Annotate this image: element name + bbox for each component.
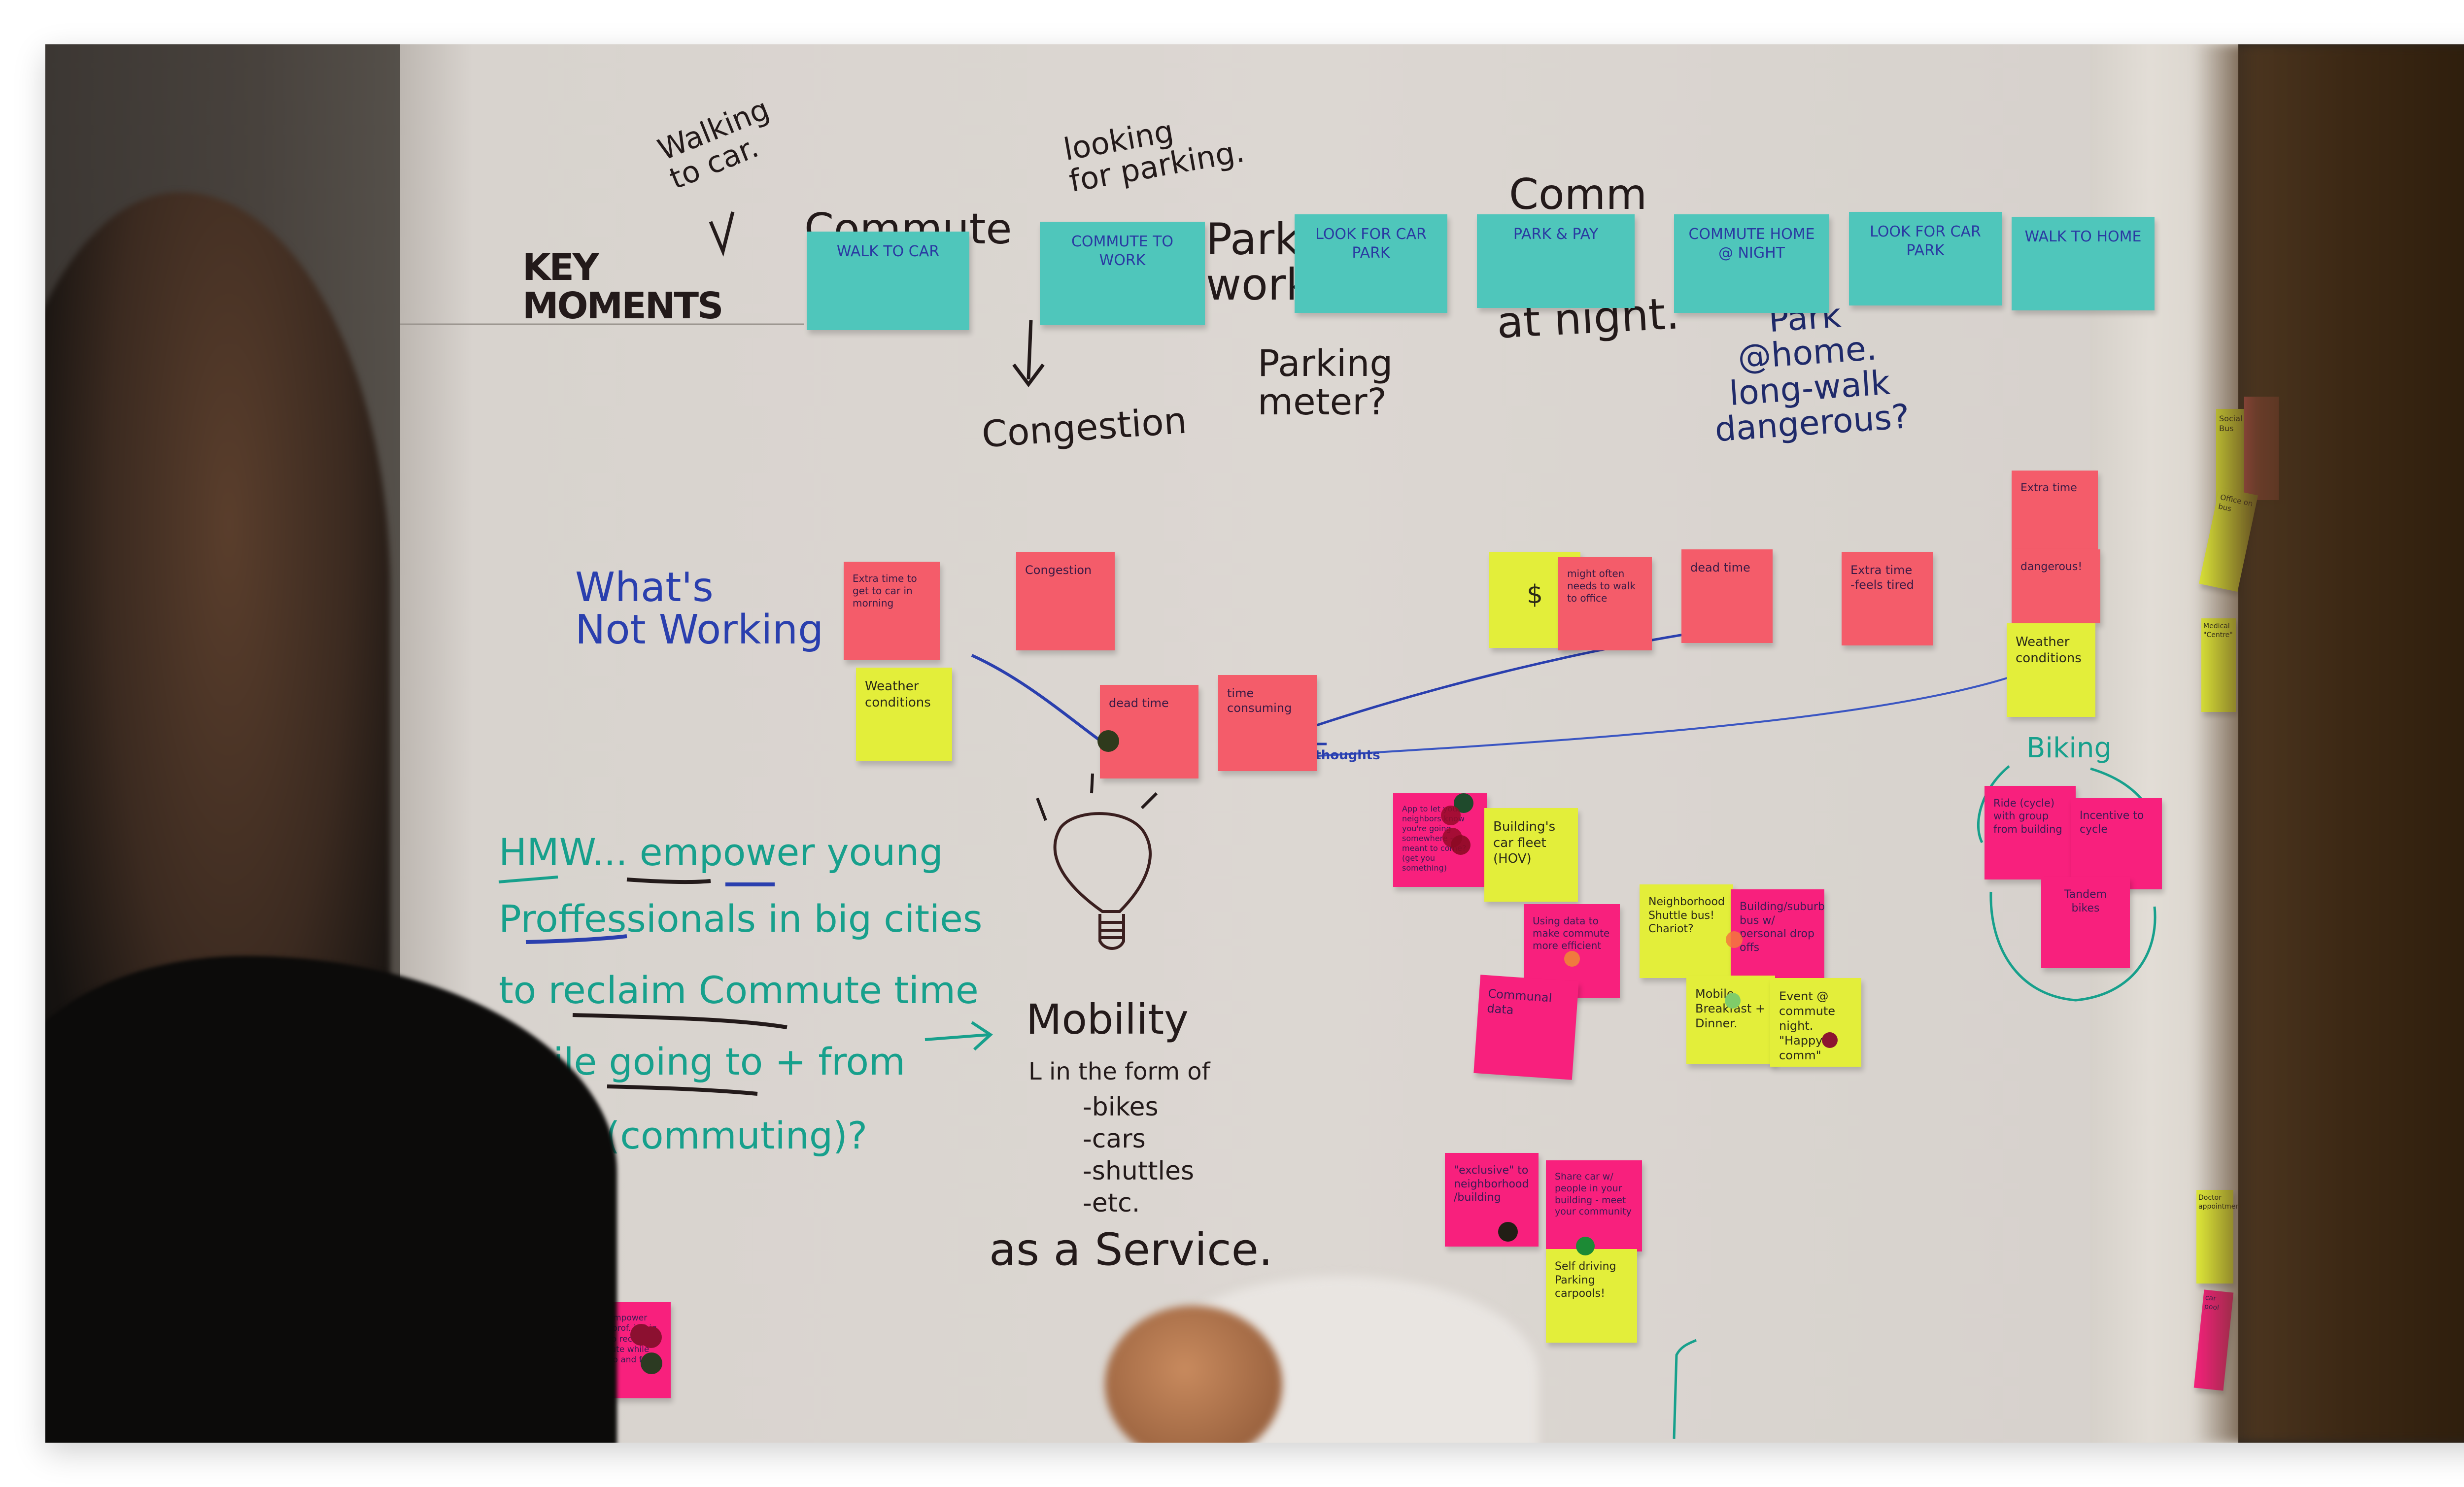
hmw-line-1: HMW... empower young: [499, 830, 943, 874]
bike-note-incentive[interactable]: Incentive to cycle: [2071, 798, 2162, 889]
vote-dot: [1441, 806, 1461, 825]
hand: [1105, 1306, 1282, 1443]
moment-note-commute-to-work[interactable]: Commute to work: [1040, 222, 1205, 325]
idea-note-event-commute-night[interactable]: Event @ commute night. "Happy comm": [1770, 978, 1861, 1067]
bike-note-group-ride[interactable]: Ride (cycle) with group from building: [1985, 786, 2076, 879]
pain-note-extra-time-morning[interactable]: Extra time to get to car in morning: [844, 562, 940, 660]
vote-dot: [1097, 730, 1119, 752]
idea-note-car-fleet[interactable]: Building's car fleet (HOV): [1484, 808, 1578, 902]
pain-note-walk-to-office[interactable]: might often needs to walk to office: [1558, 557, 1652, 650]
hmw-line-3: to reclaim Commute time: [499, 968, 979, 1012]
photo-frame: KEY MOMENTS Walking to car. Commute look…: [45, 44, 2464, 1443]
mobility-item-shuttles: -shuttles: [1083, 1156, 1195, 1186]
pain-note-weather-conditions-2[interactable]: Weather conditions: [2007, 623, 2095, 717]
mobility-item-cars: -cars: [1083, 1124, 1146, 1154]
key-moments-label: KEY MOMENTS: [522, 246, 723, 327]
idea-note-self-driving[interactable]: Self driving Parking carpools!: [1546, 1249, 1637, 1343]
pain-note-dangerous[interactable]: dangerous!: [2012, 549, 2100, 623]
person-right-hair: [2194, 44, 2464, 1443]
park-at-home-text: Park @home. long-walk dangerous?: [1713, 296, 1911, 450]
moment-note-look-for-car-park[interactable]: Look for car park: [1295, 214, 1447, 313]
vote-dot: [1725, 993, 1741, 1009]
mobility-subtitle: L in the form of: [1028, 1058, 1210, 1085]
moment-note-look-for-car-park-2[interactable]: Look for car park: [1849, 212, 2002, 305]
mobility-footer: as a Service.: [989, 1224, 1273, 1276]
vote-dot: [1576, 1237, 1595, 1255]
idea-note-neighbor-app[interactable]: App to let your neighbors know you're go…: [1393, 793, 1487, 887]
person-left-body: [45, 956, 617, 1443]
moment-note-park-and-pay[interactable]: Park & pay: [1477, 214, 1635, 308]
moment-note-walk-to-home[interactable]: Walk to home: [2012, 217, 2155, 310]
vote-dot: [641, 1352, 662, 1374]
pain-note-dead-time[interactable]: dead time: [1100, 685, 1198, 778]
parking-meter-text: Parking meter?: [1258, 342, 1393, 423]
pain-note-dead-time-2[interactable]: dead time: [1681, 549, 1773, 643]
bike-note-tandem[interactable]: Tandem bikes: [2041, 877, 2130, 968]
pain-note-extra-time[interactable]: Extra time: [2012, 471, 2098, 549]
vote-dot: [1564, 951, 1580, 967]
vote-dot: [640, 1326, 662, 1348]
pain-note-congestion[interactable]: Congestion: [1016, 552, 1115, 650]
moment-note-commute-home[interactable]: Commute home @ night: [1674, 214, 1829, 313]
mobility-title: Mobility: [1026, 995, 1189, 1044]
pain-note-time-consuming[interactable]: time consuming: [1218, 675, 1317, 771]
idea-note-communal-data[interactable]: Communal data: [1473, 975, 1579, 1080]
pain-note-extra-time-tired[interactable]: Extra time -feels tired: [1842, 552, 1933, 645]
park-work-text: Park work: [1206, 214, 1311, 310]
mobility-item-etc: -etc.: [1083, 1188, 1140, 1218]
whats-not-working-label: What's Not Working: [575, 564, 824, 654]
mobility-item-bikes: -bikes: [1083, 1092, 1159, 1122]
biking-label: Biking: [2026, 732, 2112, 764]
vote-dot: [1451, 835, 1471, 855]
pain-note-weather-conditions[interactable]: Weather conditions: [856, 668, 952, 761]
idea-note-neighborhood-shuttle[interactable]: Neighborhood Shuttle bus! Chariot?: [1640, 884, 1733, 978]
idea-note-mobile-breakfast[interactable]: Mobile Breakfast + Dinner.: [1686, 976, 1775, 1064]
idea-note-exclusive[interactable]: "exclusive" to neighborhood /building: [1445, 1153, 1539, 1247]
vote-dot: [1498, 1222, 1518, 1242]
idea-note-share-car[interactable]: Share car w/ people in your building - m…: [1546, 1160, 1642, 1251]
vote-dot: [1726, 931, 1743, 948]
vote-dot: [1822, 1032, 1838, 1048]
hmw-line-2: Proffessionals in big cities: [499, 897, 983, 941]
idea-note-building-bus[interactable]: Building/suburb bus w/ personal drop off…: [1731, 889, 1825, 983]
moment-note-walk-to-car[interactable]: Walk to car: [807, 232, 969, 330]
